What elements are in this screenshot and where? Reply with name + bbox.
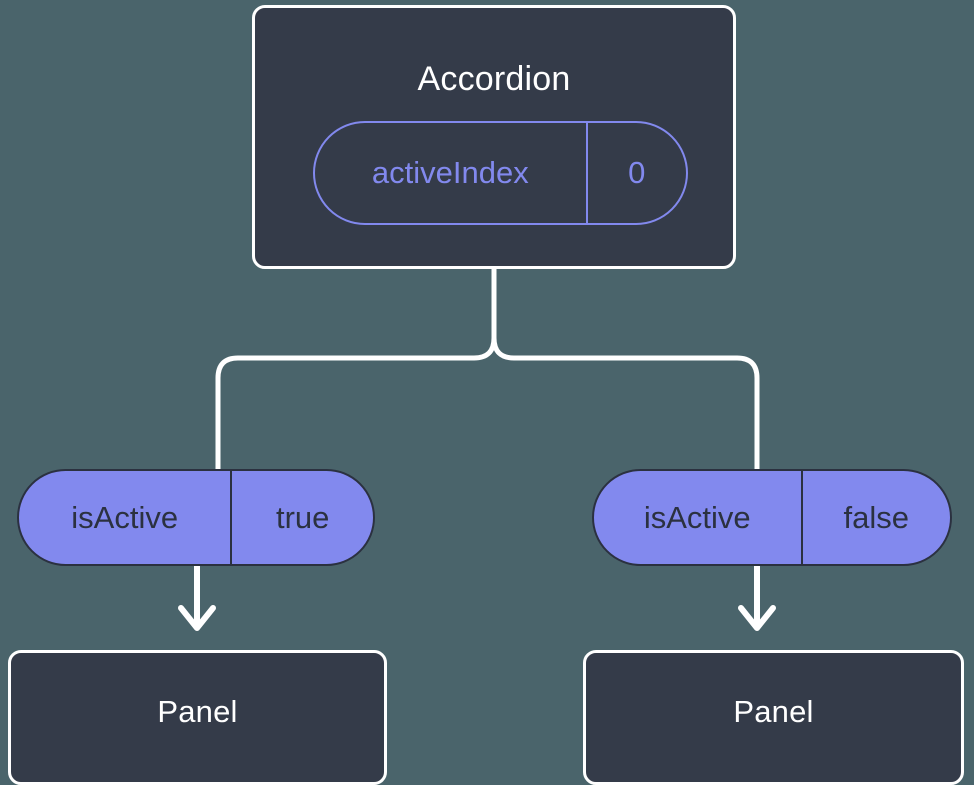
state-pill-active-index[interactable]: activeIndex 0 [313,121,688,225]
arrow-right-head [738,605,776,631]
state-pill-value: 0 [585,123,686,223]
panel-node-title: Panel [157,694,238,729]
prop-pill-is-active-false[interactable]: isActive false [592,469,952,566]
connector-branch-left [215,335,497,474]
panel-node-title: Panel [733,694,814,729]
accordion-node-title: Accordion [417,60,571,98]
component-node-panel-left[interactable]: Panel [8,650,387,785]
prop-pill-value: true [230,471,373,564]
connector-branch-right [491,335,760,474]
prop-pill-value: false [800,471,951,564]
prop-pill-key: isActive [71,499,179,535]
component-node-accordion[interactable]: Accordion activeIndex 0 [252,5,736,269]
arrow-left-head [178,605,216,631]
prop-pill-is-active-true[interactable]: isActive true [17,469,375,566]
state-pill-key: activeIndex [371,155,529,190]
component-node-panel-right[interactable]: Panel [583,650,964,785]
prop-pill-key: isActive [643,499,751,535]
